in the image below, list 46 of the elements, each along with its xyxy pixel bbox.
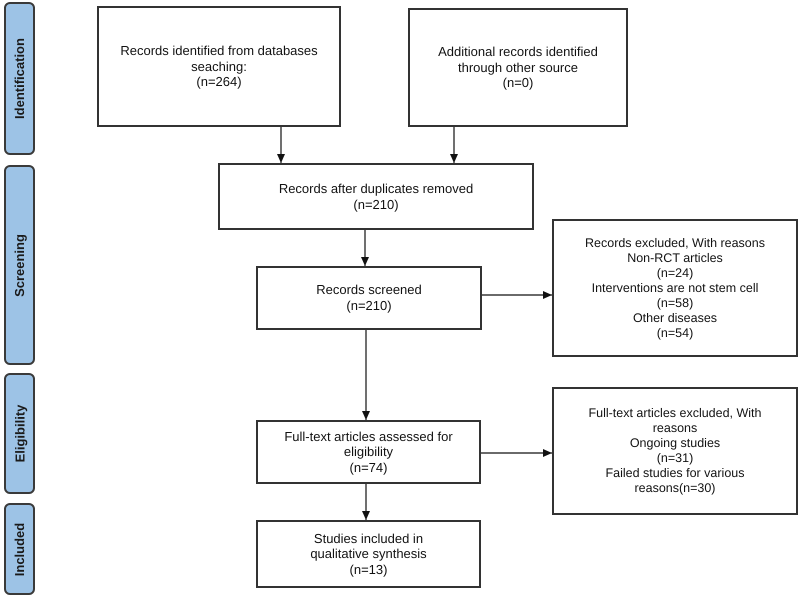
box-text: (n=264) xyxy=(196,74,242,90)
arrow xyxy=(450,127,458,163)
box-text: Full-text articles excluded, With reasons xyxy=(588,406,762,436)
arrow xyxy=(482,291,552,299)
box-text: (n=31) xyxy=(656,451,694,466)
process-box xyxy=(552,219,798,357)
arrow xyxy=(361,230,369,266)
process-box xyxy=(408,8,628,127)
box-text: Records excluded, With reasons xyxy=(585,236,765,250)
stage-label: Included xyxy=(12,522,27,576)
arrow xyxy=(277,127,285,163)
arrow xyxy=(362,330,370,420)
box-text: Records after duplicates removed xyxy=(278,180,474,196)
box-text: (n=58) xyxy=(656,296,694,310)
process-box xyxy=(218,163,534,230)
stage-band xyxy=(4,165,35,365)
box-text: (n=54) xyxy=(656,326,694,340)
box-text: (n=74) xyxy=(350,460,388,476)
box-text: Failed studies for various reasons(n=30) xyxy=(604,466,746,496)
box-text: Interventions are not stem cell xyxy=(592,280,758,296)
process-box xyxy=(256,266,482,330)
stage-label: Eligibility xyxy=(12,404,27,462)
process-box xyxy=(256,420,481,484)
box-text: (n=24) xyxy=(656,266,694,280)
box-text: Other diseases xyxy=(632,310,718,326)
box-text: Additional records identified through other source xyxy=(437,44,599,76)
stage-label: Identification xyxy=(12,38,27,119)
box-text: (n=13) xyxy=(350,562,388,578)
box-text: (n=210) xyxy=(346,298,392,314)
stage-label: Screening xyxy=(12,234,27,296)
stage-band xyxy=(4,503,35,595)
box-text: Ongoing studies xyxy=(630,436,720,451)
box-text: Full-text articles assessed for eligibility xyxy=(283,428,454,460)
box-text: Non-RCT articles xyxy=(627,250,723,266)
box-text: Records screened xyxy=(316,282,422,298)
process-box xyxy=(552,387,798,515)
stage-band xyxy=(4,373,35,494)
arrow xyxy=(481,449,552,457)
box-text: Studies included in qualitative synthesis xyxy=(309,530,428,562)
box-text: (n=0) xyxy=(502,75,534,91)
box-text: (n=210) xyxy=(353,196,399,212)
process-box xyxy=(97,6,341,127)
box-text: Records identified from databases seaching: xyxy=(119,43,319,74)
process-box xyxy=(256,520,481,588)
stage-band xyxy=(4,2,35,155)
arrow xyxy=(362,484,370,520)
